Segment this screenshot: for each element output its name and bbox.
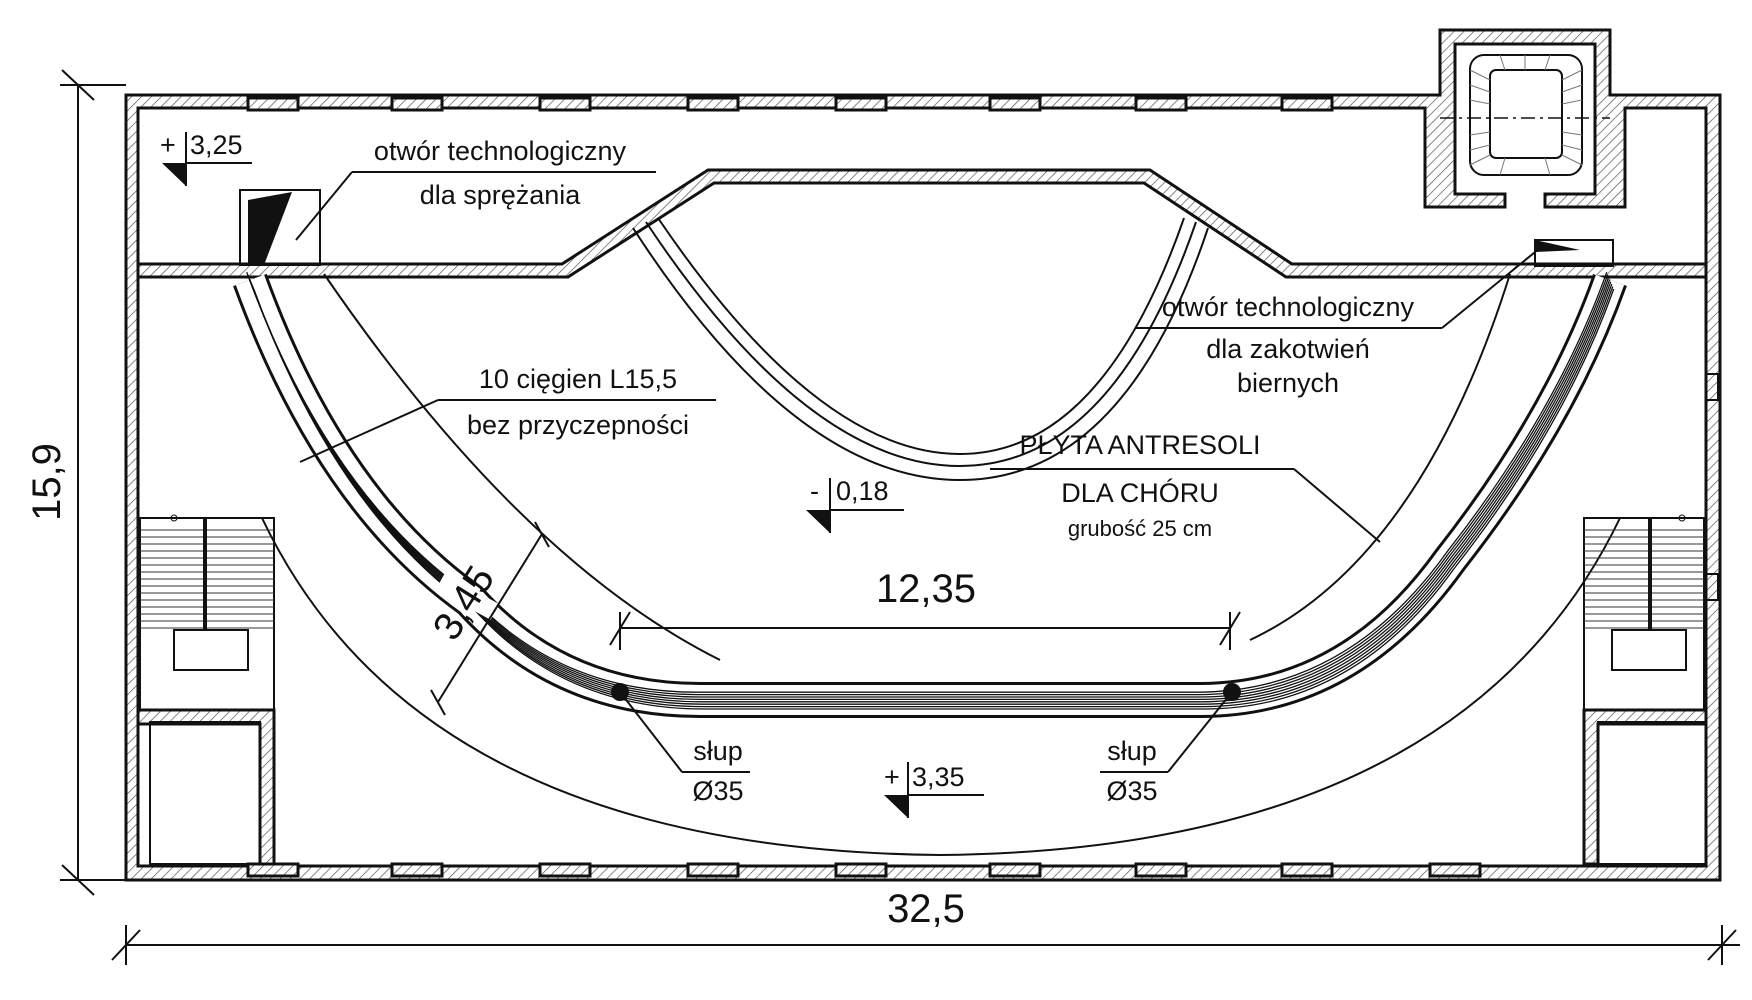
svg-text:biernych: biernych — [1237, 368, 1339, 398]
svg-text:Ø35: Ø35 — [692, 776, 743, 806]
upper-arc — [632, 217, 1209, 482]
tendon-strand — [247, 274, 1609, 696]
mezzanine-edge — [136, 168, 1708, 279]
svg-text:Ø35: Ø35 — [1106, 776, 1157, 806]
svg-text:+: + — [160, 130, 176, 160]
room-left — [136, 708, 276, 866]
stairs-left — [139, 514, 275, 711]
tendon-strand — [252, 286, 1614, 708]
level-center: - 0,18 — [806, 476, 904, 533]
svg-text:DLA CHÓRU: DLA CHÓRU — [1061, 477, 1219, 508]
height-dimension: 15,9 — [25, 443, 69, 521]
svg-text:10 cięgien L15,5: 10 cięgien L15,5 — [479, 364, 677, 394]
dimension-width: 32,5 — [111, 887, 1740, 965]
tendon-strand — [253, 288, 1615, 710]
svg-text:otwór technologiczny: otwór technologiczny — [1162, 292, 1415, 322]
level-bottom: + 3,35 — [884, 762, 984, 818]
label-column-right: słup Ø35 — [1100, 691, 1233, 806]
svg-text:słup: słup — [1107, 736, 1157, 766]
bottom-pilasters — [246, 862, 1482, 878]
outer-walls — [124, 28, 1722, 882]
label-anchor-opening: otwór technologiczny dla zakotwień biern… — [1135, 247, 1541, 398]
dimension-height: 15,9 — [25, 69, 126, 896]
stair-tower — [1440, 54, 1610, 176]
prestress-opening — [239, 189, 321, 266]
tendon-strand — [249, 279, 1611, 701]
dimension-span: 12,35 — [609, 567, 1241, 650]
svg-text:słup: słup — [693, 736, 743, 766]
tendon-strand — [248, 276, 1610, 698]
label-tendons: 10 cięgien L15,5 bez przyczepności — [299, 364, 716, 463]
width-dimension: 32,5 — [887, 887, 965, 931]
span-dimension: 12,35 — [876, 567, 976, 611]
svg-text:bez przyczepności: bez przyczepności — [467, 410, 689, 440]
level-bottom-value: 3,35 — [912, 762, 965, 792]
svg-text:dla sprężania: dla sprężania — [420, 180, 582, 210]
tendon-strand — [250, 281, 1612, 703]
label-column-left: słup Ø35 — [619, 691, 750, 806]
stairs-right — [1583, 514, 1705, 711]
label-prestress-opening: otwór technologiczny dla sprężania — [295, 136, 656, 241]
svg-text:dla zakotwień: dla zakotwień — [1206, 334, 1370, 364]
anchor-opening — [1534, 239, 1614, 267]
svg-text:PŁYTA ANTRESOLI: PŁYTA ANTRESOLI — [1019, 430, 1260, 460]
level-center-value: 0,18 — [836, 476, 889, 506]
room-right — [1582, 708, 1708, 866]
tendon-strand — [251, 283, 1613, 705]
level-top-left: + 3,25 — [160, 130, 252, 186]
tendon-strand — [246, 271, 1608, 693]
svg-text:+: + — [884, 762, 900, 792]
svg-text:otwór technologiczny: otwór technologiczny — [374, 136, 627, 166]
svg-text:-: - — [810, 476, 819, 506]
level-top-left-value: 3,25 — [190, 130, 243, 160]
label-slab: PŁYTA ANTRESOLI DLA CHÓRU grubość 25 cm — [990, 430, 1381, 543]
top-pilasters — [246, 96, 1334, 112]
svg-text:grubość 25 cm: grubość 25 cm — [1068, 516, 1212, 541]
tendon-bundle — [233, 271, 1627, 718]
